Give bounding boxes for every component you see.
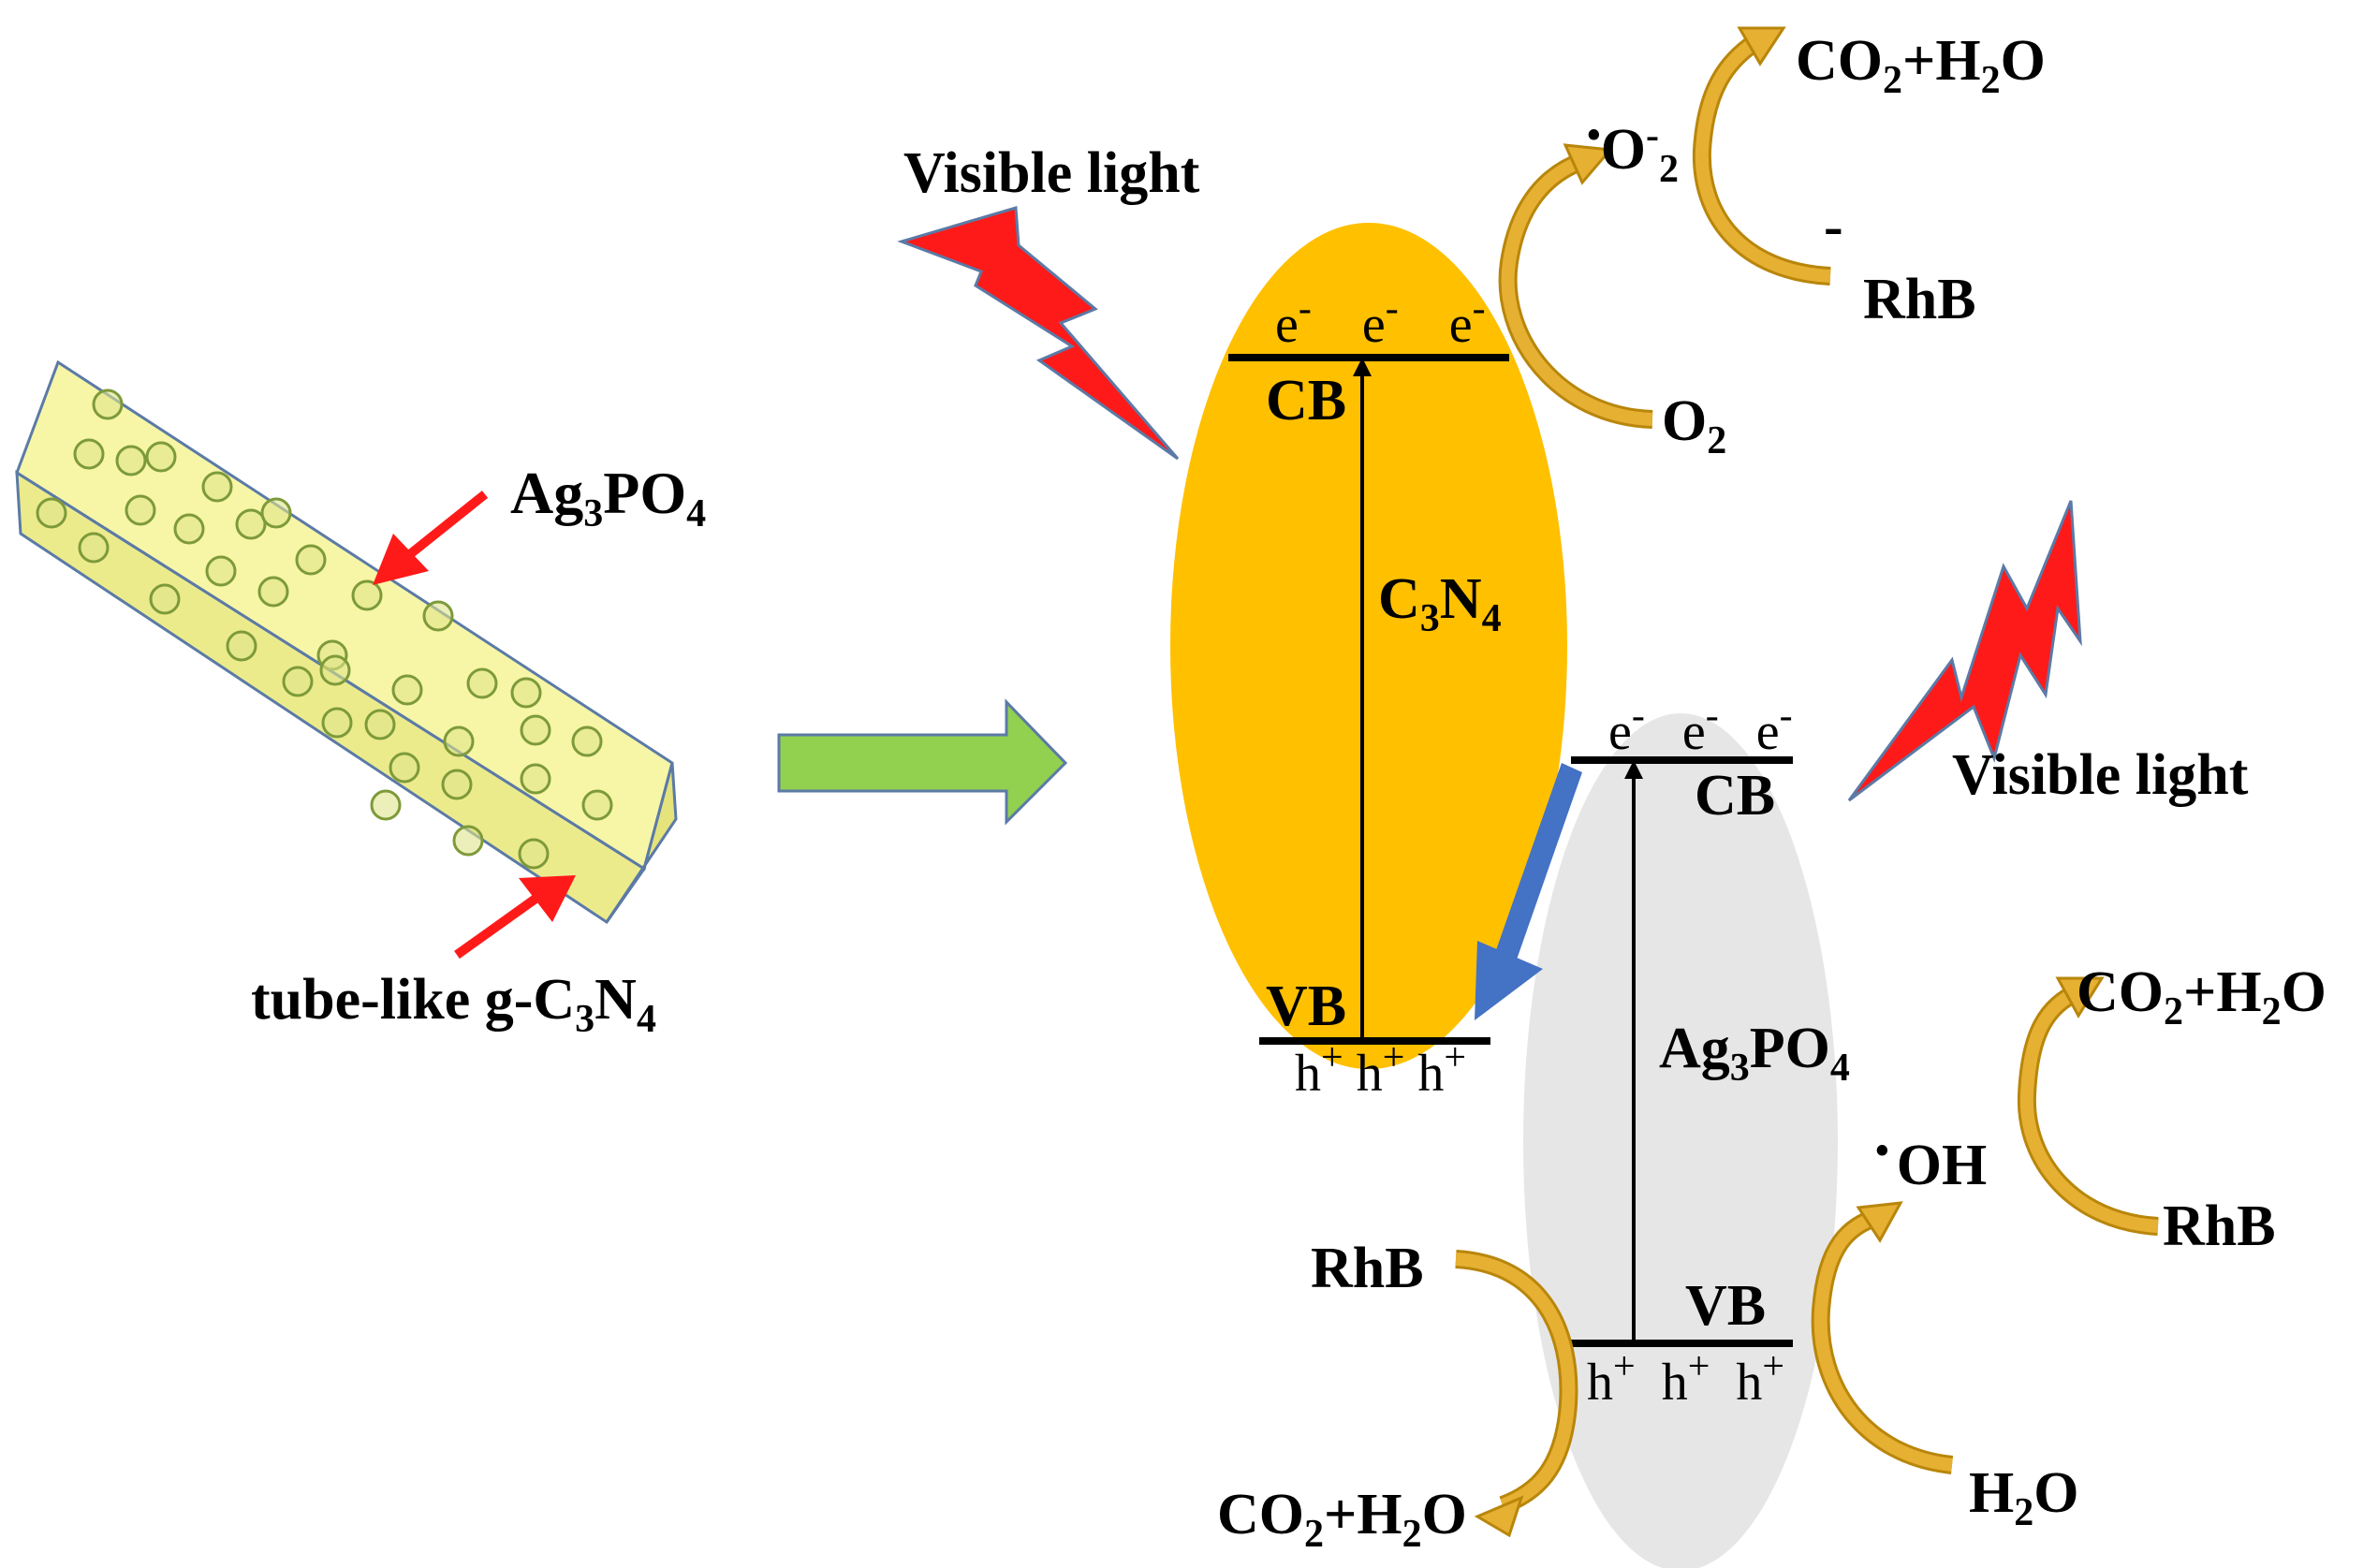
ag3po4-holes: h+ h+ h+ <box>1587 1333 1784 1412</box>
ag3po4-particle <box>319 654 351 686</box>
ag3po4-particle <box>391 674 423 706</box>
co2-h2o-left-label: CO2+H2O <box>1217 1483 1467 1556</box>
visible-light-top-label: Visible light <box>903 141 1200 205</box>
c3n4-electrons: e- e- e- <box>1275 275 1486 354</box>
ag3po4-particle <box>370 789 402 821</box>
curved-arrow-rhb-to-co2-left <box>1455 1250 1578 1538</box>
ag3po4-particle <box>389 752 420 784</box>
pointer-arrow-ag3po4 <box>373 491 489 585</box>
tube-label: tube-like g-C3N4 <box>251 968 656 1041</box>
tube-end-face <box>605 762 678 923</box>
ag3po4-particle <box>295 544 327 576</box>
ag3po4-particle <box>510 677 542 709</box>
ag3po4-particle <box>282 666 314 697</box>
ag3po4-particle <box>73 438 105 470</box>
rhb-right-label: RhB <box>2163 1194 2276 1258</box>
ag3po4-particle <box>422 600 454 632</box>
rhb-top-label: RhB <box>1863 268 1976 331</box>
curved-arrow-o2-to-radical <box>1498 143 1653 429</box>
ag3po4-particle <box>581 789 613 821</box>
curved-arrow-rhb-to-co2-right <box>2017 976 2159 1236</box>
ag3po4-particle <box>145 441 177 473</box>
ag3po4-particles <box>36 388 613 870</box>
ag3po4-particle <box>149 583 181 615</box>
superoxide-radical-label: •O-2 <box>1587 114 1679 191</box>
c3n4-excitation-arrow <box>1353 358 1372 1039</box>
ag3po4-particle <box>257 576 289 608</box>
co2-h2o-top-label: CO2+H2O <box>1796 29 2046 102</box>
h2o-label: H2O <box>1969 1461 2078 1534</box>
lightning-bolt-bottom-icon <box>1847 500 2082 802</box>
ag3po4-particle <box>78 532 110 564</box>
electron-transfer-arrow <box>1475 763 1582 1020</box>
ag3po4-particle <box>201 471 233 503</box>
c3n4-material-label: C3N4 <box>1378 567 1502 640</box>
ag3po4-particle <box>115 445 147 476</box>
ag3po4-particle <box>36 497 67 529</box>
c3n4-band-ellipse <box>1170 223 1567 1069</box>
c3n4-vb-label: VB <box>1266 975 1346 1038</box>
ag3po4-electrons: e- e- e- <box>1608 682 1793 761</box>
ag3po4-band-ellipse <box>1523 713 1838 1568</box>
ag3po4-particle <box>520 714 551 746</box>
rhb-left-label: RhB <box>1311 1237 1424 1300</box>
ag3po4-particle <box>441 769 473 800</box>
co2-h2o-right-label: CO2+H2O <box>2077 960 2327 1033</box>
ag3po4-particle <box>364 709 396 740</box>
hydroxyl-radical-label: •OH <box>1875 1130 1987 1197</box>
ag3po4-particle <box>260 497 292 529</box>
ag3po4-vb-label: VB <box>1685 1274 1766 1338</box>
ag3po4-particle <box>205 555 237 587</box>
ag3po4-label: Ag3PO4 <box>510 460 706 535</box>
o2-label: O2 <box>1662 389 1726 462</box>
stray-mark: - <box>1824 195 1843 258</box>
tube-g-c3n4 <box>15 359 678 925</box>
pointer-arrow-tube <box>454 875 576 960</box>
ag3po4-particle <box>571 725 603 757</box>
curved-arrow-rhb-to-co2-top <box>1692 26 1831 286</box>
ag3po4-material-label: Ag3PO4 <box>1659 1017 1850 1090</box>
ag3po4-particle <box>173 513 205 545</box>
c3n4-cb-label: CB <box>1266 369 1346 432</box>
tube-top-face <box>15 359 674 872</box>
ag3po4-particle <box>235 508 267 540</box>
ag3po4-particle <box>518 838 550 870</box>
ag3po4-particle <box>443 725 475 757</box>
curved-arrow-h2o-to-radical <box>1811 1201 1954 1474</box>
c3n4-holes: h+ h+ h+ <box>1295 1024 1466 1103</box>
ag3po4-particle <box>125 494 156 526</box>
ag3po4-particle <box>466 667 498 699</box>
ag3po4-cb-label: CB <box>1695 764 1775 828</box>
ag3po4-particle <box>226 630 257 662</box>
visible-light-bottom-label: Visible light <box>1952 743 2249 807</box>
ag3po4-particle <box>351 579 383 611</box>
ag3po4-particle <box>520 763 551 795</box>
ag3po4-particle <box>92 388 124 420</box>
lightning-bolt-top-icon <box>897 206 1180 461</box>
process-arrow <box>777 698 1068 826</box>
ag3po4-particle <box>452 825 484 857</box>
ag3po4-particle <box>321 707 353 739</box>
ag3po4-excitation-arrow <box>1624 760 1643 1341</box>
